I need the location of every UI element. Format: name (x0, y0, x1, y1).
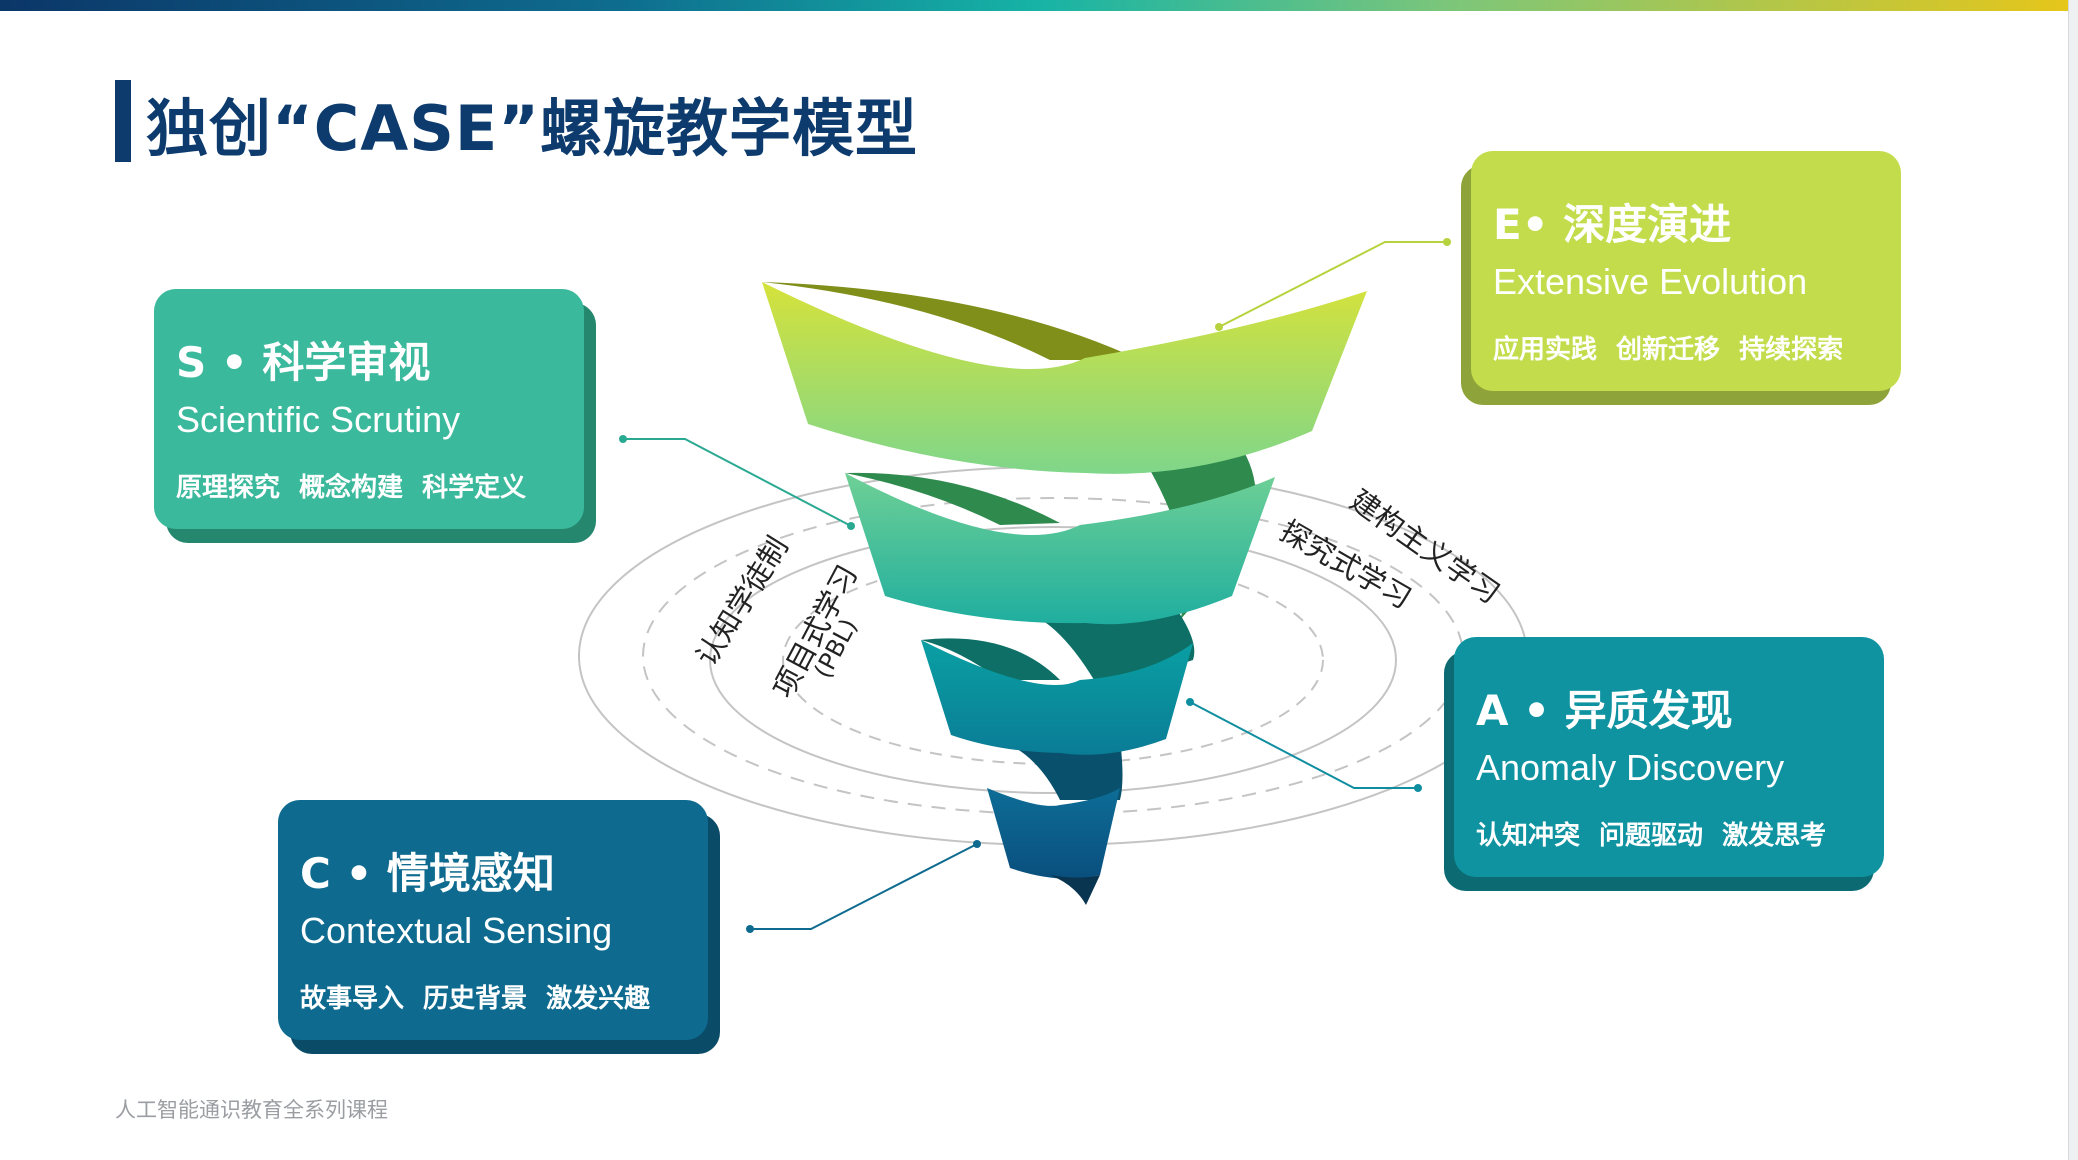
footer-course-name: 人工智能通识教育全系列课程 (115, 1098, 388, 1122)
funnel-tip (1050, 875, 1100, 905)
card-keywords: 故事导入 历史背景 激发兴趣 (300, 984, 651, 1014)
card-english: Scientific Scrutiny (176, 399, 461, 440)
card-keywords: 应用实践 创新迁移 持续探索 (1493, 335, 1844, 365)
connector-c (750, 843, 978, 930)
card-extensive-evolution: E• 深度演进 Extensive Evolution 应用实践 创新迁移 持续… (1461, 151, 1901, 405)
connector-s (623, 438, 852, 527)
ribbon-back-3 (921, 638, 1060, 680)
ribbon-back-1 (762, 282, 1140, 360)
card-title: S • 科学审视 (176, 338, 431, 387)
card-anomaly-discovery: A • 异质发现 Anomaly Discovery 认知冲突 问题驱动 激发思… (1444, 637, 1884, 891)
card-title: A • 异质发现 (1476, 686, 1733, 735)
slide-edge (2068, 0, 2078, 1160)
card-english: Anomaly Discovery (1476, 747, 1785, 788)
card-english: Contextual Sensing (300, 910, 613, 951)
card-contextual-sensing: C • 情境感知 Contextual Sensing 故事导入 历史背景 激发… (278, 800, 720, 1054)
card-title: C • 情境感知 (300, 849, 555, 898)
card-title: E• 深度演进 (1493, 200, 1732, 249)
connector-e (1218, 241, 1447, 328)
funnel-band-evolution (762, 282, 1367, 474)
card-keywords: 原理探究 概念构建 科学定义 (176, 473, 527, 503)
funnel-band-context (987, 788, 1120, 879)
card-keywords: 认知冲突 问题驱动 激发思考 (1476, 821, 1827, 851)
ribbon-back-2 (845, 472, 1060, 525)
top-gradient-bar (0, 0, 2070, 11)
funnel-band-anomaly (921, 640, 1193, 755)
connector-a (1189, 701, 1418, 789)
ribbon-twist-3 (1010, 740, 1123, 800)
funnel-band-scrutiny (845, 473, 1275, 625)
card-scientific-scrutiny: S • 科学审视 Scientific Scrutiny 原理探究 概念构建 科… (154, 289, 596, 543)
page-title: 独创“CASE”螺旋教学模型 (146, 92, 918, 165)
title-accent-bar (115, 80, 131, 162)
card-english: Extensive Evolution (1493, 261, 1808, 302)
label-cognitive-apprenticeship: 认知学徒制 (689, 531, 795, 672)
